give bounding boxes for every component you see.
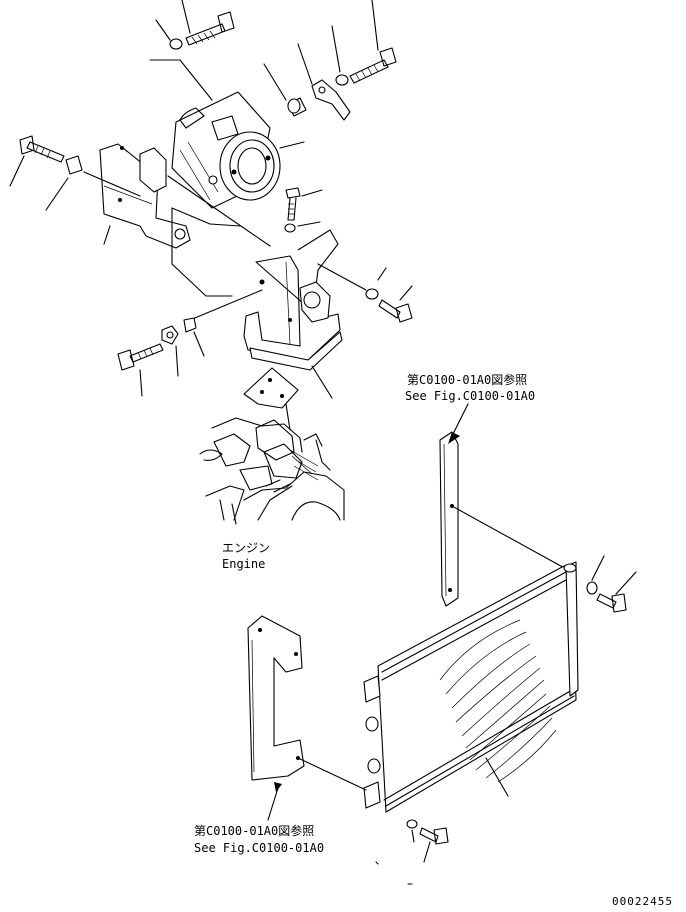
guide-line [171, 207, 241, 227]
leader-line [331, 25, 341, 73]
bolt-condenser-bottom [411, 827, 449, 863]
ref-label-top-en: See Fig.C0100-01A0 [405, 389, 536, 403]
washer-condenser-right [586, 581, 598, 595]
condenser-drawing [363, 561, 579, 813]
ref-label-bottom-jp: 第C0100-01A0図参照 [194, 824, 315, 838]
bolt-left [9, 135, 65, 187]
spacer-left [45, 155, 141, 211]
compressor-drawing [171, 91, 305, 209]
leader-line [155, 19, 171, 41]
guide-line [451, 505, 569, 571]
guide-line [149, 59, 213, 101]
bolt-top-right [349, 0, 397, 84]
gasket-plate [243, 367, 299, 431]
bolt-small-center [285, 187, 323, 221]
guide-line [167, 175, 271, 247]
bolt-top-left [181, 0, 235, 46]
guide-line [171, 207, 233, 297]
guide-line [297, 757, 367, 791]
guide-line [317, 263, 367, 291]
guide-line [189, 289, 263, 321]
spacer-collar [263, 63, 307, 117]
bolt-bracket-left [117, 343, 164, 397]
engine-label-en: Engine [222, 557, 266, 571]
washer-top [169, 38, 183, 50]
engine-drawing [199, 417, 345, 525]
washer-bracket-right [365, 288, 379, 300]
leader-line [297, 221, 321, 227]
shroud-lower [247, 615, 305, 821]
shroud-upper [439, 403, 469, 607]
washer-center [284, 223, 296, 233]
mark [375, 861, 379, 865]
engine-label-jp: エンジン [222, 541, 271, 555]
ref-label-top-jp: 第C0100-01A0図参照 [407, 373, 528, 387]
bracket-left-drawing [99, 143, 191, 249]
washer-condenser-bottom [406, 819, 418, 829]
washer-top-right [335, 74, 349, 86]
drawing-number: 00022455 [612, 895, 673, 908]
ref-label-bottom-en: See Fig.C0100-01A0 [194, 841, 325, 855]
clip-bracket [297, 43, 351, 121]
nut-left [161, 317, 205, 377]
mounting-bracket-drawing [243, 229, 343, 399]
bolt-condenser-right [591, 555, 637, 613]
bolt-bracket-right [377, 267, 413, 323]
